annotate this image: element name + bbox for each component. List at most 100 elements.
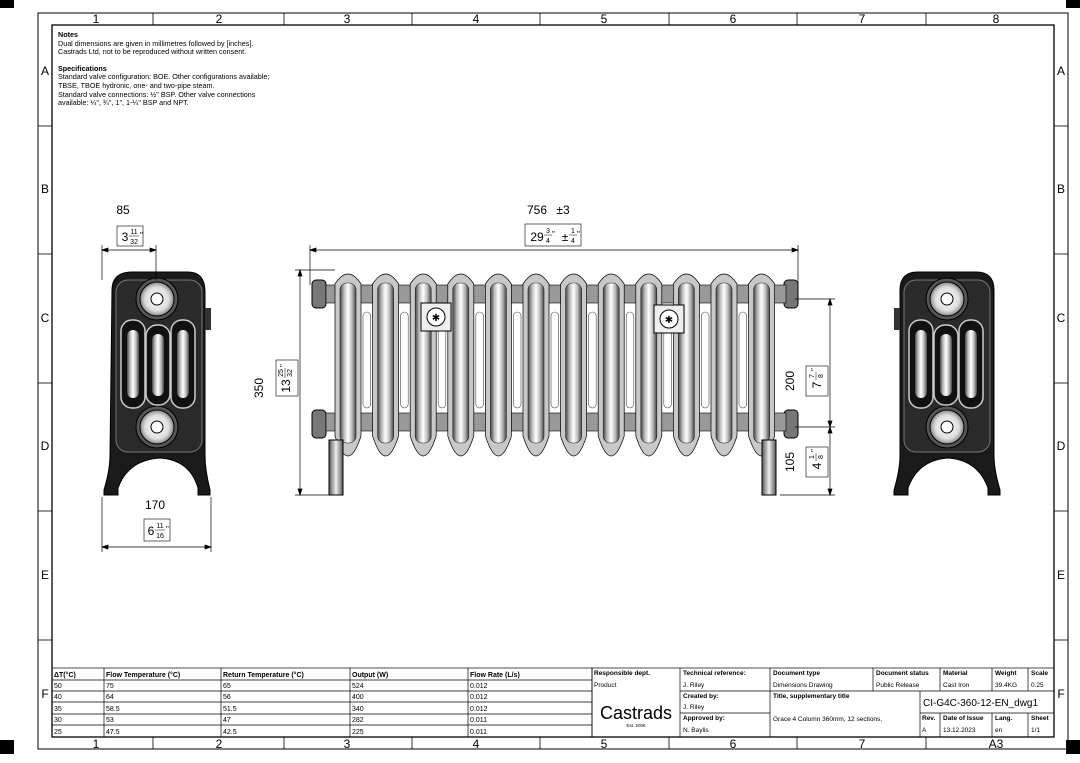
spec-line: TBSE, TBOE hydronic, one- and two-pipe s… [58, 80, 215, 90]
svg-text:✱: ✱ [665, 315, 673, 326]
perf-header: Flow Rate (L/s) [470, 672, 520, 679]
col-label-top: 7 [859, 12, 866, 26]
perf-cell: 64 [106, 694, 114, 701]
front-view: ✱ ✱ [311, 273, 799, 496]
doc-type-label: Document type [773, 670, 820, 677]
dim-floor-mm: 105 [783, 452, 797, 472]
lang-label: Lang. [995, 715, 1013, 722]
created-label: Created by: [683, 693, 719, 700]
sheet-label: Sheet [1031, 715, 1050, 722]
perf-cell: 225 [352, 729, 364, 736]
dim-centres-mm: 200 [783, 371, 797, 391]
col-label-bottom: 5 [601, 737, 608, 751]
dim-width-in-num: 11 [156, 523, 163, 530]
side-view-right [893, 271, 1001, 496]
doc-status-label: Document status [876, 670, 929, 677]
svg-text:✱: ✱ [432, 313, 440, 324]
zone-ticks [38, 13, 1068, 749]
dim-length-in-den: 4 [546, 238, 550, 245]
paper-size-label: A3 [989, 737, 1004, 751]
perf-cell: 56 [223, 694, 231, 701]
perf-cell: 53 [106, 717, 114, 724]
perf-header: Return Temperature (°C) [223, 671, 304, 679]
perf-cell: 400 [352, 694, 364, 701]
radiator-section [447, 273, 484, 457]
perf-cell: 340 [352, 706, 364, 713]
title-value: Grace 4 Column 360mm, 12 sections, [773, 716, 882, 723]
weight-label: Weight [995, 670, 1017, 677]
col-label-top: 1 [93, 12, 100, 26]
performance-table [51, 667, 593, 738]
svg-text:": " [810, 368, 819, 371]
doc-status-value: Public Release [876, 682, 920, 689]
side-view-left [103, 271, 211, 496]
material-value: Cast Iron [943, 682, 970, 689]
dim-floor-in-num: 1 [809, 455, 816, 459]
perf-cell: 58.5 [106, 706, 120, 713]
col-label-bottom: 3 [344, 737, 351, 751]
perf-header: ΔT(°C) [54, 671, 76, 679]
tech-ref-value: J. Riley [683, 682, 705, 689]
notes-line: Castrads Ltd, not to be reproduced witho… [58, 47, 247, 57]
row-label-right: D [1057, 439, 1066, 453]
date-label: Date of Issue [943, 715, 984, 722]
perf-cell: 42.5 [223, 729, 237, 736]
dim-height-in-whole: 13 [279, 379, 293, 393]
date-value: 13.12.2023 [943, 727, 976, 734]
radiator-section [597, 273, 635, 457]
row-label-right: F [1057, 687, 1064, 701]
svg-text:": " [166, 525, 169, 534]
perf-cell: 0.011 [470, 717, 487, 724]
responsible-dept-label: Responsible dept. [594, 670, 650, 677]
perf-cell: 47.5 [106, 729, 120, 736]
col-label-top: 5 [601, 12, 608, 26]
perf-cell: 75 [106, 683, 114, 690]
title-label: Title, supplementary title [773, 693, 850, 700]
perf-cell: 524 [352, 683, 364, 690]
responsible-dept-value: Product [594, 682, 617, 689]
row-label-left: E [41, 568, 49, 582]
rev-label: Rev. [922, 715, 935, 722]
weight-value: 39.4KG [995, 682, 1017, 689]
radiator-section [334, 273, 371, 457]
doc-type-value: Dimensions Drawing [773, 682, 833, 689]
spec-line: available: ¼", ¾", 1", 1-¼" BSP and NPT. [58, 98, 189, 108]
scale-value: 0.25 [1031, 682, 1044, 689]
dim-height-in-num: 25 [278, 369, 285, 377]
dim-width-in-den: 16 [156, 533, 164, 540]
row-label-right: A [1057, 64, 1065, 78]
drawing-number: CI-G4C-360-12-EN_dwg1 [923, 698, 1038, 709]
corner-mark-br [1066, 740, 1080, 754]
specifications-heading: Specifications [58, 63, 107, 73]
scale-label: Scale [1031, 670, 1048, 677]
col-label-top: 6 [730, 12, 737, 26]
radiator-section [522, 273, 559, 457]
perf-cell: 50 [54, 683, 62, 690]
row-label-left: F [41, 687, 48, 701]
corner-mark-tr [1066, 0, 1080, 8]
title-block-text: Responsible dept. Product Castrads Est. … [594, 670, 1050, 734]
approved-label: Approved by: [683, 715, 725, 722]
perf-cell: 65 [223, 683, 231, 690]
perf-cell: 282 [352, 717, 364, 724]
dim-centres-in-whole: 7 [810, 381, 824, 388]
radiator-section [372, 273, 409, 457]
logo-est: Est. 2006 [626, 723, 646, 728]
col-label-bottom: 7 [859, 737, 866, 751]
dim-depth-mm: 85 [116, 203, 130, 217]
tech-ref-label: Technical reference: [683, 670, 746, 677]
radiator-section [560, 273, 597, 457]
notes-block: Notes Dual dimensions are given in milli… [58, 30, 318, 108]
corner-mark-bl [0, 740, 14, 754]
dim-width-in-whole: 6 [148, 524, 155, 538]
svg-text:": " [810, 449, 819, 452]
dim-centres-in-den: 8 [818, 374, 825, 378]
dim-depth-in-whole: 3 [122, 230, 129, 244]
radiator-section [748, 273, 775, 457]
row-label-right: E [1057, 568, 1065, 582]
row-label-right: B [1057, 182, 1065, 196]
dim-centres-in-num: 7 [809, 374, 816, 378]
dim-floor-in-whole: 4 [810, 462, 824, 469]
dim-length-in-num: 3 [546, 228, 550, 235]
